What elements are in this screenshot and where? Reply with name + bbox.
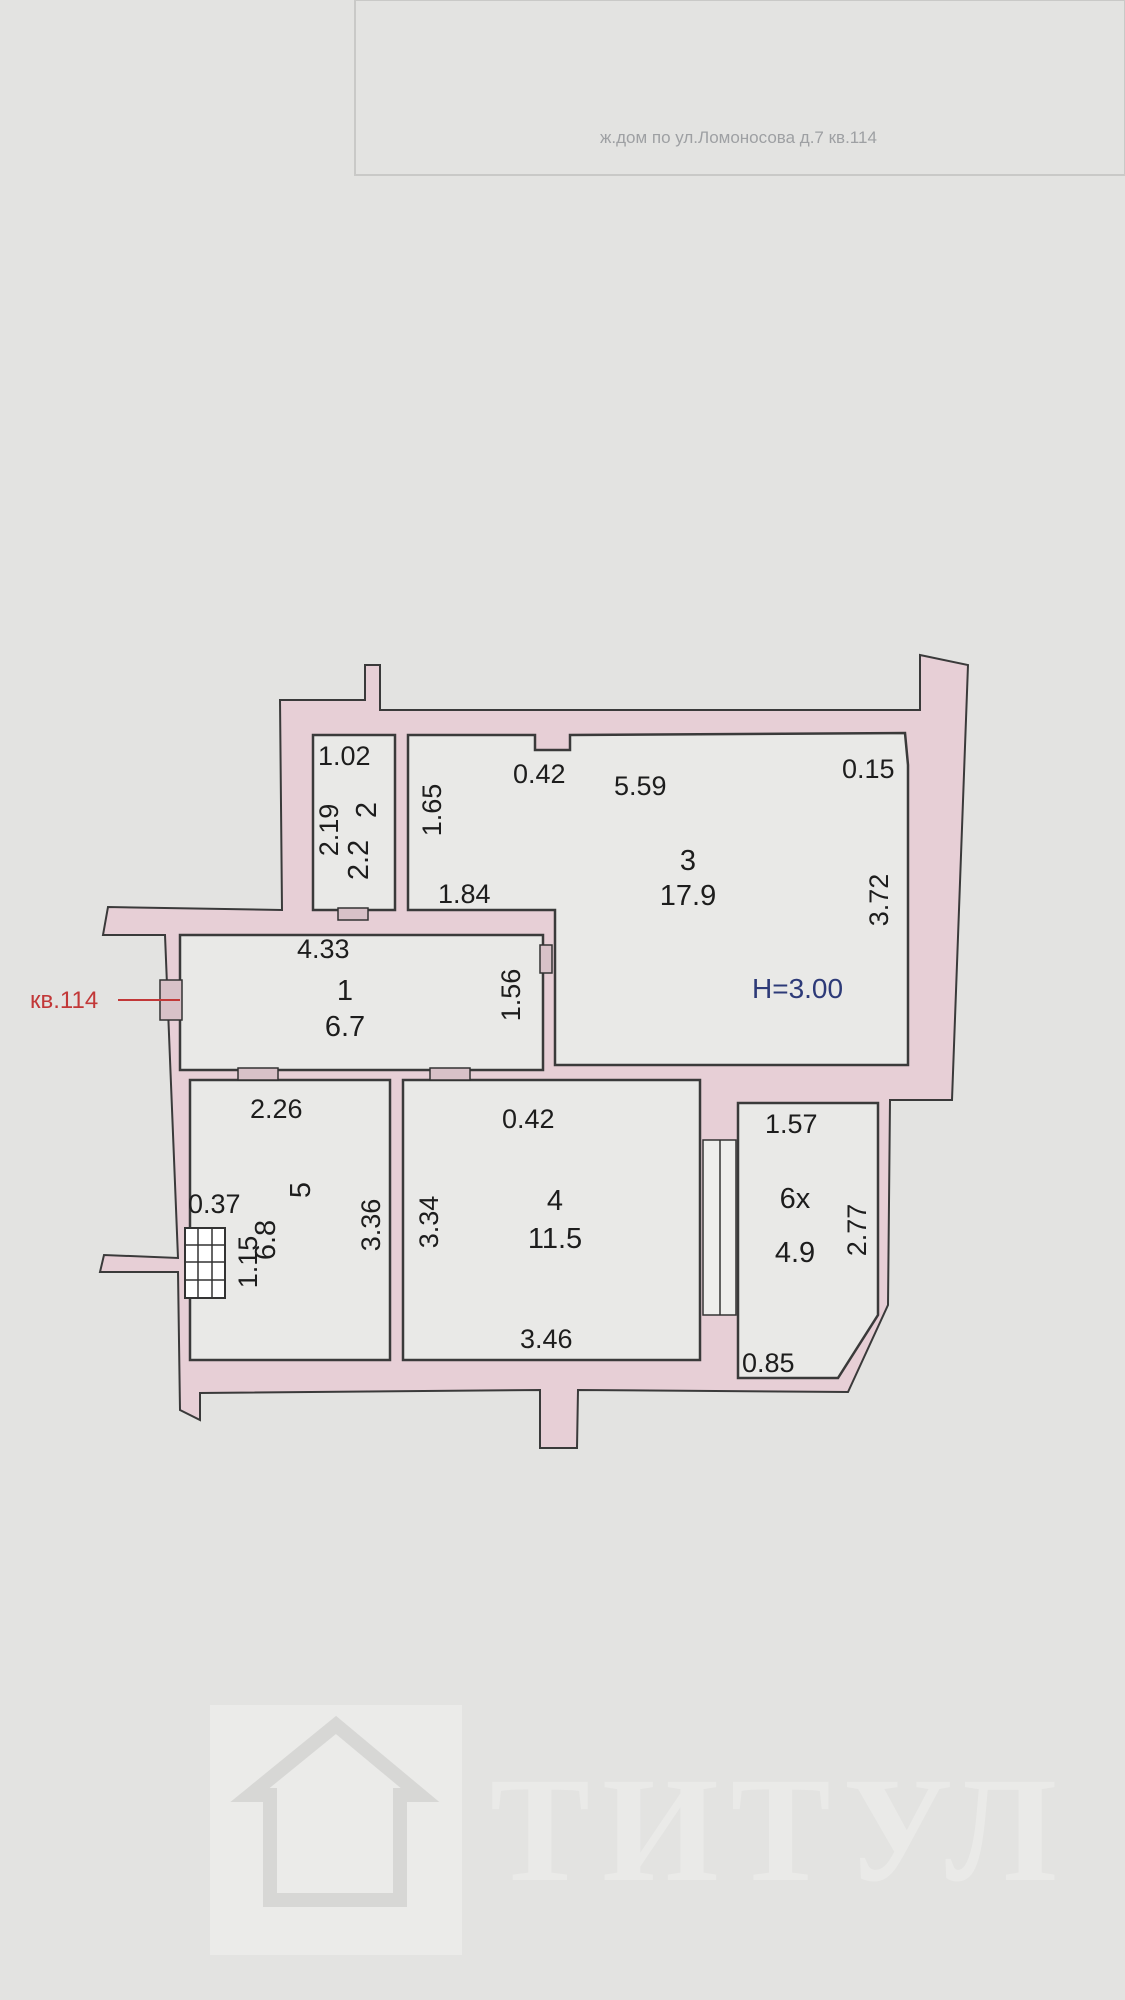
dim-r1-width: 4.33: [297, 934, 350, 964]
dim-r5-window: 1.15: [233, 1236, 263, 1289]
room-5-area: 6.8: [250, 1220, 282, 1260]
watermark-logo-box: [210, 1705, 462, 1955]
dim-r3-offset: 0.15: [842, 754, 895, 784]
room-2: [311, 733, 397, 912]
room-6x-number: 6х: [780, 1183, 811, 1215]
watermark: ТИТУЛ: [210, 1705, 1069, 1955]
room-3-number: 3: [680, 845, 696, 877]
dim-r6-height: 2.77: [842, 1204, 872, 1257]
dim-r3-bottom: 1.84: [438, 879, 491, 909]
rooms: [178, 731, 910, 1380]
dim-r2-width: 1.02: [318, 741, 371, 771]
door-4: [429, 1067, 471, 1081]
room-6x: [736, 1101, 880, 1380]
dim-r4-height: 3.34: [414, 1196, 444, 1249]
dim-r1-height: 1.56: [496, 969, 526, 1022]
header-frame: [354, 0, 1125, 176]
apartment-label: кв.114: [30, 987, 98, 1014]
room-2-number: 2: [351, 802, 383, 818]
header-faint-text: ж.дом по ул.Ломоносова д.7 кв.114: [600, 128, 877, 147]
dim-r3-left-height: 1.65: [417, 784, 447, 837]
watermark-text: ТИТУЛ: [490, 1747, 1069, 1913]
ceiling-height: H=3.00: [752, 973, 843, 1004]
dim-r4-niche: 0.42: [502, 1104, 555, 1134]
dim-r2-height: 2.19: [314, 804, 344, 857]
room-1-area: 6.7: [325, 1011, 365, 1043]
door-2: [337, 907, 369, 921]
dim-r5-height: 3.36: [356, 1199, 386, 1252]
dim-r3-width: 5.59: [614, 771, 667, 801]
dim-r3-height: 3.72: [864, 874, 894, 927]
room-4-area: 11.5: [528, 1223, 582, 1255]
dim-r3-niche: 0.42: [513, 759, 566, 789]
room-4: [401, 1078, 702, 1362]
dim-r5-niche: 0.37: [188, 1189, 241, 1219]
dim-r5-width: 2.26: [250, 1094, 303, 1124]
room-labels: 2 2.2 3 17.9 1 6.7 5 6.8 4 11.5 6х 4.9: [250, 802, 815, 1269]
room-4-number: 4: [547, 1185, 563, 1217]
dimension-labels: 1.02 2.19 0.42 5.59 0.15 1.65 1.84 3.72 …: [188, 741, 895, 1378]
room-1-number: 1: [337, 975, 353, 1007]
dim-r6-bottom: 0.85: [742, 1348, 795, 1378]
door-3: [539, 944, 553, 974]
ventilation-grid: [184, 1227, 226, 1299]
room-1: [178, 933, 545, 1072]
room-5: [188, 1078, 392, 1362]
room-2-area: 2.2: [343, 840, 375, 880]
room-6x-area: 4.9: [775, 1237, 815, 1269]
room-3: [406, 731, 910, 1067]
dim-r6-width: 1.57: [765, 1109, 818, 1139]
room-3-area: 17.9: [660, 880, 716, 912]
dim-r4-width: 3.46: [520, 1324, 573, 1354]
room-5-number: 5: [285, 1182, 317, 1198]
door-5: [237, 1067, 279, 1081]
house-icon: [230, 1715, 440, 1907]
